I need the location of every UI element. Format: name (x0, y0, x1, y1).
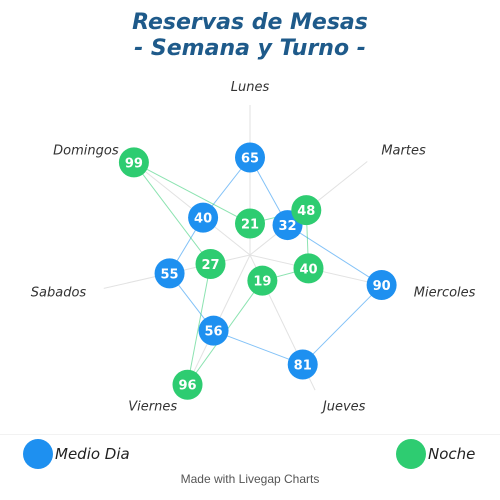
data-point-marker (287, 349, 318, 380)
legend-swatch-noche (396, 439, 426, 469)
legend-swatch-medio-dia (23, 439, 53, 469)
data-point-label: 96 (178, 379, 196, 394)
data-point-marker (188, 202, 219, 233)
data-point-label: 40 (194, 212, 212, 227)
data-point-marker (293, 253, 324, 284)
axis-label-jueves: Jueves (320, 399, 366, 414)
data-point-label: 55 (161, 267, 179, 282)
data-point-marker (172, 369, 203, 400)
data-point-label: 19 (253, 275, 271, 290)
data-point-label: 32 (278, 219, 296, 234)
chart-title: Reservas de Mesas - Semana y Turno - (0, 10, 500, 62)
data-point-marker (118, 147, 149, 178)
data-point-1-martes[interactable]: 48 (291, 195, 322, 226)
data-point-label: 99 (125, 156, 143, 171)
axis-label-miercoles: Miercoles (414, 285, 476, 300)
chart-title-line-2: - Semana y Turno - (134, 36, 366, 61)
data-point-1-viernes[interactable]: 96 (172, 369, 203, 400)
data-point-1-sabados[interactable]: 27 (195, 249, 226, 280)
data-point-label: 81 (294, 358, 312, 373)
axis-spoke-domingos (132, 161, 251, 256)
data-point-marker (154, 258, 185, 289)
data-point-1-domingos[interactable]: 99 (118, 147, 149, 178)
axis-label-lunes: Lunes (231, 80, 270, 95)
data-point-label: 65 (241, 152, 259, 167)
legend-item-medio-dia[interactable]: Medio Dia (23, 439, 130, 469)
axis-label-sabados: Sabados (31, 285, 87, 300)
data-point-marker (235, 142, 265, 173)
data-point-marker (247, 265, 278, 296)
data-point-label: 48 (297, 204, 315, 219)
data-point-0-lunes[interactable]: 65 (235, 142, 265, 173)
data-point-1-jueves[interactable]: 19 (247, 265, 278, 296)
data-point-label: 27 (201, 258, 219, 273)
data-point-0-miercoles[interactable]: 90 (366, 270, 397, 301)
data-point-0-domingos[interactable]: 40 (188, 202, 219, 233)
chart-title-line-1: Reservas de Mesas (132, 10, 368, 35)
data-point-marker (291, 195, 322, 226)
legend: Medio Dia Noche (0, 434, 500, 469)
footer-credit: Made with Livegap Charts (180, 472, 320, 486)
legend-label-medio-dia: Medio Dia (55, 445, 130, 463)
data-point-marker (366, 270, 397, 301)
data-point-0-viernes[interactable]: 56 (198, 315, 229, 346)
data-point-marker (235, 208, 265, 239)
data-point-label: 90 (373, 279, 391, 294)
axis-label-martes: Martes (381, 143, 426, 158)
legend-label-noche: Noche (428, 445, 476, 463)
legend-item-noche[interactable]: Noche (396, 439, 475, 469)
data-point-label: 21 (241, 218, 259, 233)
data-point-marker (198, 315, 229, 346)
data-point-0-sabados[interactable]: 55 (154, 258, 185, 289)
axis-label-domingos: Domingos (53, 143, 119, 158)
data-point-0-jueves[interactable]: 81 (287, 349, 318, 380)
data-point-1-lunes[interactable]: 21 (235, 208, 265, 239)
data-point-label: 40 (299, 262, 317, 277)
data-point-1-miercoles[interactable]: 40 (293, 253, 324, 284)
data-point-label: 56 (205, 325, 223, 340)
axis-label-viernes: Viernes (128, 399, 177, 414)
data-point-marker (195, 249, 226, 280)
